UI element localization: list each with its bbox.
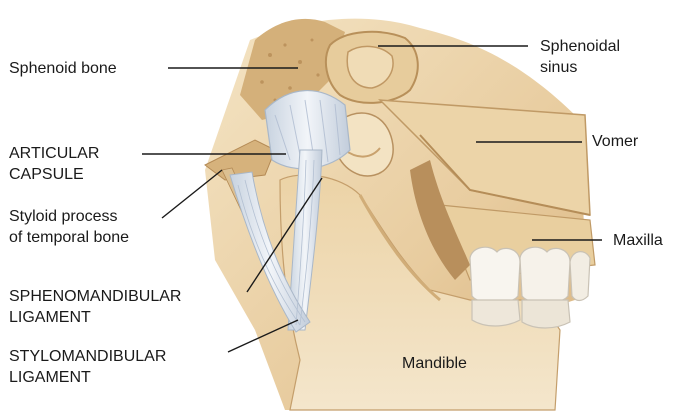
label-styloid-process-line1: Styloid process [9,206,129,227]
label-vomer: Vomer [592,131,638,152]
label-sphenoidal-sinus-line1: Sphenoidal [540,36,620,57]
label-styloid-process-line2: of temporal bone [9,227,129,248]
label-articular-capsule-line1: ARTICULAR [9,143,99,164]
label-sphenoidal-sinus: Sphenoidal sinus [540,36,620,78]
label-articular-capsule-line2: CAPSULE [9,164,99,185]
label-sphenoid-bone: Sphenoid bone [9,58,117,79]
label-sphenomandibular-line2: LIGAMENT [9,307,181,328]
teeth [470,247,590,328]
label-maxilla: Maxilla [613,230,663,251]
label-sphenomandibular-line1: SPHENOMANDIBULAR [9,286,181,307]
label-articular-capsule: ARTICULAR CAPSULE [9,143,99,185]
label-mandible: Mandible [402,353,467,374]
label-sphenoidal-sinus-line2: sinus [540,57,620,78]
label-sphenomandibular-ligament: SPHENOMANDIBULAR LIGAMENT [9,286,181,328]
label-styloid-process: Styloid process of temporal bone [9,206,129,248]
label-stylomandibular-ligament: STYLOMANDIBULAR LIGAMENT [9,346,166,388]
label-stylomandibular-line1: STYLOMANDIBULAR [9,346,166,367]
label-stylomandibular-line2: LIGAMENT [9,367,166,388]
